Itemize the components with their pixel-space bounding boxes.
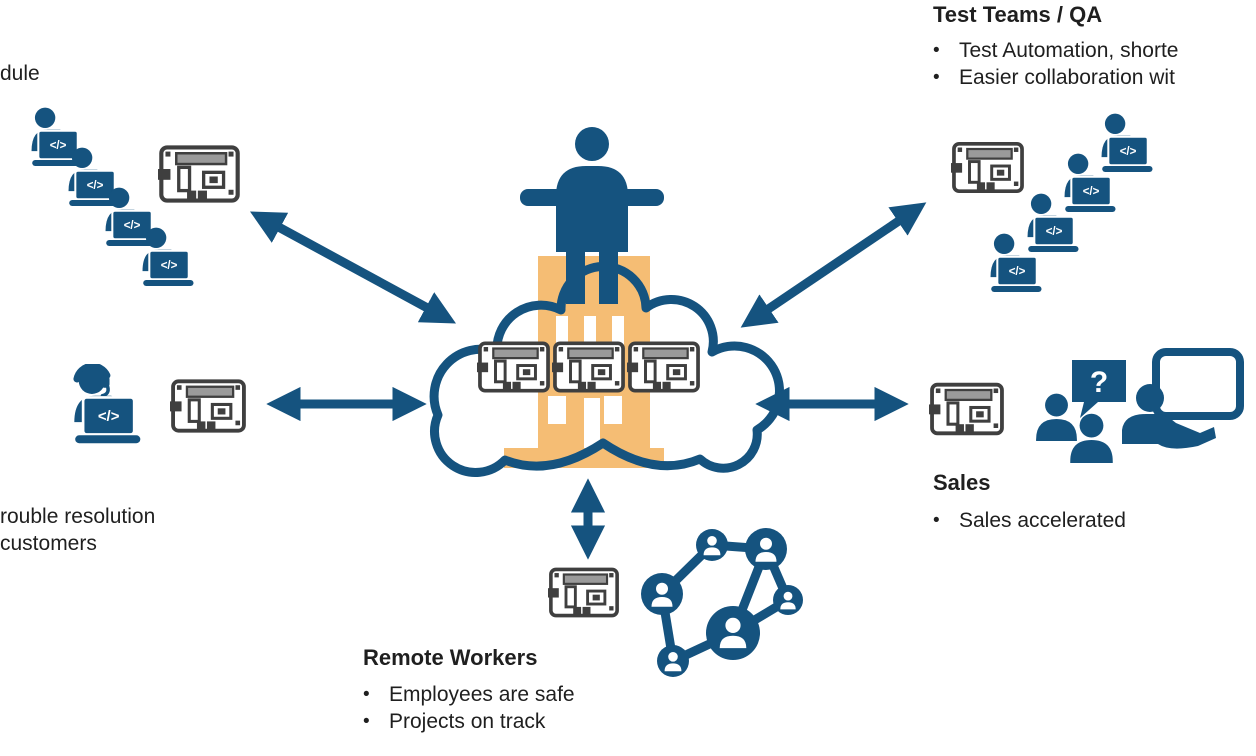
remote-workers-bullet-2: • Projects on track: [363, 708, 575, 735]
remote-workers-group: [548, 528, 803, 677]
developer-laptop-icon: [141, 226, 195, 288]
dev-board-icon: [158, 147, 238, 200]
connection-arrows: [249, 202, 927, 560]
bullet-glyph: •: [933, 510, 940, 531]
test-teams-label: Test Teams / QA • Test Automation, short…: [933, 2, 1178, 91]
sales-label: Sales • Sales accelerated: [933, 470, 1126, 534]
remote-workers-bullet-1: • Employees are safe: [363, 681, 575, 708]
bullet-text: Employees are safe: [389, 683, 575, 706]
cloud-icon: [429, 262, 784, 477]
left-middle-label: rouble resolution customers: [0, 503, 155, 557]
network-people-icon: [641, 528, 803, 677]
test-team-group: [951, 112, 1154, 294]
standing-person-icon: [520, 127, 664, 304]
test-teams-title: Test Teams / QA: [933, 2, 1103, 27]
presentation-icon: [1122, 348, 1244, 449]
bullet-text: Easier collaboration wit: [959, 66, 1175, 89]
left-top-label-fragment: dule: [0, 62, 40, 85]
bullet-glyph: •: [933, 67, 940, 88]
bullet-text: Sales accelerated: [959, 509, 1126, 532]
dev-board-icon: [548, 567, 619, 618]
test-teams-bullet-1: • Test Automation, shorte: [933, 37, 1178, 64]
arrow-dev-team-cloud: [249, 211, 457, 324]
remote-workers-title: Remote Workers: [363, 645, 538, 670]
sales-group: ?: [929, 348, 1244, 463]
left-middle-line2: customers: [0, 532, 97, 555]
developer-laptop-icon: [1100, 112, 1154, 174]
bullet-glyph: •: [363, 711, 370, 732]
sales-bullet-1: • Sales accelerated: [933, 507, 1126, 534]
audience-person-icon: [1036, 393, 1077, 441]
bullet-glyph: •: [363, 684, 370, 705]
presenter-icon: [1122, 414, 1216, 449]
developer-team-group: [30, 106, 238, 288]
remote-workers-label: Remote Workers • Employees are safe • Pr…: [363, 645, 575, 735]
left-middle-line1: rouble resolution: [0, 505, 156, 528]
dev-board-icon: [552, 341, 625, 393]
test-teams-bullet-2: • Easier collaboration wit: [933, 64, 1178, 91]
dev-board-icon: [951, 141, 1024, 194]
dev-board-icon: [929, 382, 1004, 436]
central-cloud-datacenter: [429, 127, 784, 477]
dev-board-icon: [477, 341, 550, 393]
support-engineer-group: [74, 366, 246, 443]
bullet-glyph: •: [933, 40, 940, 61]
bullet-text: Test Automation, shorte: [959, 39, 1179, 62]
question-glyph: ?: [1090, 366, 1108, 399]
dev-board-icon: [627, 341, 700, 393]
arrow-test-team-cloud: [740, 202, 927, 328]
building-door: [584, 398, 600, 448]
bullet-text: Projects on track: [389, 710, 546, 733]
headset-developer-icon: [74, 366, 140, 443]
dev-board-icon: [170, 379, 246, 433]
sales-title: Sales: [933, 470, 991, 495]
question-bubble: ?: [1072, 360, 1126, 418]
